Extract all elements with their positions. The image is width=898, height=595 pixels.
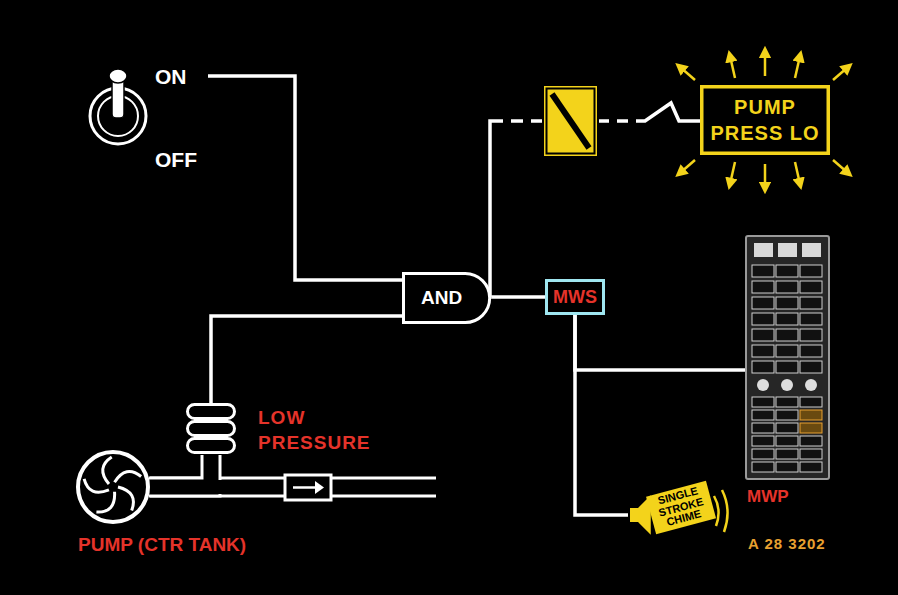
signal-wire — [575, 315, 745, 370]
master-warning-panel-shape — [745, 235, 830, 480]
node-label: PUMP (CTR TANK) — [78, 534, 246, 556]
pressure-switch-shape — [186, 403, 236, 455]
wire-path — [208, 76, 402, 280]
node-label: SINGLE STROKE CHIME — [646, 481, 716, 534]
and-gate: AND — [402, 272, 491, 324]
node-label: LOW PRESSURE — [258, 405, 376, 455]
node-label: MWS — [553, 287, 597, 308]
chime-speaker: SINGLE STROKE CHIME — [628, 478, 708, 548]
fuel-pump-shape — [76, 450, 150, 524]
master-warning-panel: MWP — [745, 235, 830, 480]
warning-rays — [680, 52, 848, 188]
master-warning-system: MWS — [545, 279, 605, 315]
check-valve — [285, 475, 331, 500]
node-label: AND — [421, 287, 462, 309]
signal-wire — [211, 316, 402, 403]
signal-wire — [491, 297, 545, 298]
node-sublabel: OFF — [155, 148, 197, 172]
caution-light-shape — [700, 85, 830, 155]
figure-number: A 28 3202 — [748, 535, 826, 552]
toggle-switch: ON OFF — [88, 62, 208, 172]
caution-light: PUMP PRESS LO — [700, 85, 830, 155]
node-label: MWP — [747, 487, 789, 507]
wire-path — [575, 315, 628, 515]
wire-path — [211, 316, 402, 403]
wire-path — [491, 295, 545, 299]
signal-wire — [208, 76, 402, 280]
sound-waves — [714, 490, 728, 532]
node-label: ON — [155, 65, 187, 89]
signal-wire — [575, 315, 628, 515]
fuel-pump: PUMP (CTR TANK) — [76, 450, 150, 524]
node-label: PUMP PRESS LO — [706, 94, 824, 146]
pressure-switch: LOW PRESSURE — [186, 403, 236, 455]
annunciator-light — [543, 85, 598, 157]
wire-path — [575, 315, 745, 370]
